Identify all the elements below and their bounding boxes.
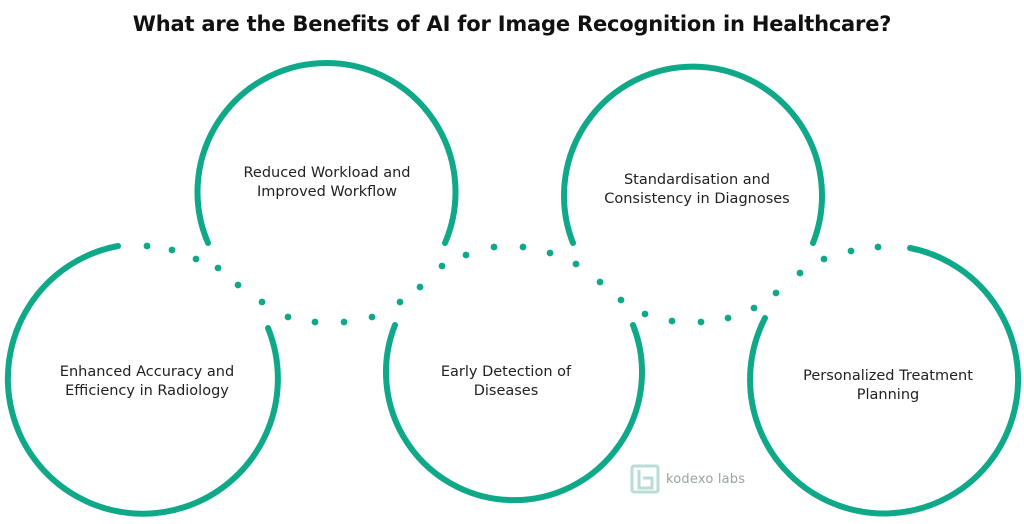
connector-dot	[143, 242, 151, 250]
circle-arc-1	[4, 243, 281, 517]
connector-dot	[519, 243, 527, 251]
connector-dot	[234, 281, 242, 289]
connector-dot	[641, 310, 649, 318]
connector-dot	[168, 246, 176, 254]
connector-dot	[490, 243, 498, 251]
connector-dot	[874, 243, 882, 251]
circle-arc-5	[747, 245, 1022, 517]
node-label-2: Reduced Workload and Improved Workflow	[243, 165, 411, 200]
connector-dot	[462, 251, 470, 259]
connector-dot	[750, 304, 758, 312]
node-label-5: Personalized Treatment Planning	[803, 368, 973, 403]
connector-dot	[214, 264, 222, 272]
connector-dot	[396, 298, 404, 306]
connector-dot	[438, 262, 446, 270]
circle-arc-2	[194, 60, 459, 246]
node-label-3: Early Detection of Diseases	[440, 364, 572, 399]
node-label-4: Standardisation and Consistency in Diagn…	[604, 172, 790, 207]
brand-logo: kodexo labs	[630, 462, 745, 496]
connector-dot	[617, 296, 625, 304]
connector-dot	[724, 314, 732, 322]
connector-dot	[416, 283, 424, 291]
connector-dot	[368, 313, 376, 321]
connector-dot	[311, 318, 319, 326]
page-title: What are the Benefits of AI for Image Re…	[132, 12, 892, 36]
circle-arc-3	[383, 322, 645, 504]
connector-dot	[697, 318, 705, 326]
connector-dot	[546, 249, 554, 257]
brand-name: kodexo labs	[666, 471, 746, 487]
connector-dot	[796, 269, 804, 277]
circle-arc-4	[561, 63, 825, 246]
connector-dot	[668, 317, 676, 325]
connector-dot	[258, 298, 266, 306]
connector-dot	[596, 278, 604, 286]
node-label-1: Enhanced Accuracy and Efficiency in Radi…	[59, 364, 235, 399]
connector-dot	[192, 255, 200, 263]
connector-dot	[284, 313, 292, 321]
connector-dot	[340, 318, 348, 326]
connector-dot	[572, 260, 580, 268]
kodexo-logo-icon	[630, 464, 660, 494]
connector-dot	[772, 289, 780, 297]
connector-dot	[820, 255, 828, 263]
connector-dot	[847, 247, 855, 255]
